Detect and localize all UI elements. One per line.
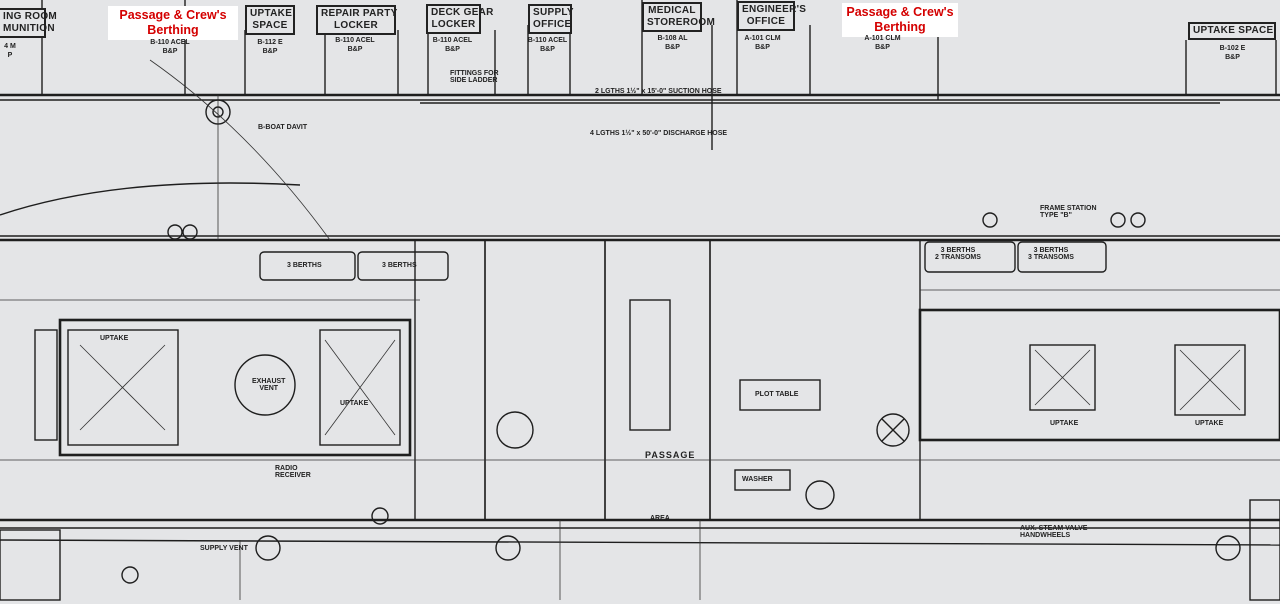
frame-lines [0, 289, 1280, 600]
uptake-label: UPTAKE [1050, 420, 1079, 427]
area-label: AREA [650, 515, 670, 522]
passage-label: PASSAGE [645, 450, 696, 460]
berths-label: 3 BERTHS [382, 262, 417, 269]
radio-receiver-label: RADIO RECEIVER [275, 465, 311, 479]
plot-table-label: PLOT TABLE [755, 391, 799, 398]
uptake-label: UPTAKE [1195, 420, 1224, 427]
compartment-code: B-110 ACEL B&P [335, 37, 375, 53]
berths-label: 3 BERTHS 3 TRANSOMS [1028, 247, 1074, 261]
compartment-code: A-101 CLM B&P [864, 35, 901, 51]
boat-davit-label: B-BOAT DAVIT [258, 124, 308, 131]
supply-vent-label: SUPPLY VENT [200, 545, 248, 552]
compartment-code: B-110 ACEL B&P [150, 39, 190, 55]
room-label-engineers-office: ENGINEER'S OFFICE [737, 1, 806, 31]
boat-davit-icon [149, 59, 331, 241]
exhaust-vent-label: EXHAUST VENT [252, 378, 286, 392]
compartment-code: A-101 CLM B&P [744, 35, 781, 51]
berth-boxes [259, 241, 1107, 281]
engine-room-left [34, 318, 412, 457]
berths-label: 3 BERTHS [287, 262, 322, 269]
compartment-code: 4 M P [4, 43, 16, 59]
room-label-supply-office: SUPPLY OFFICE [528, 4, 574, 34]
uptake-label: UPTAKE [340, 400, 369, 407]
discharge-hose-label: 4 LGTHS 1½" x 50'-0" DISCHARGE HOSE [590, 130, 728, 137]
bottom-fittings [0, 212, 1280, 601]
room-label-uptake-space-aft: UPTAKE SPACE [1188, 22, 1276, 40]
deck-detail-lines [0, 99, 1280, 546]
steam-valve-label: AUX. STEAM VALVE HANDWHEELS [1020, 525, 1088, 539]
central-compartments [414, 239, 921, 521]
room-label-uptake-space: UPTAKE SPACE [245, 5, 295, 35]
fittings-label: FITTINGS FOR SIDE LADDER [450, 70, 499, 84]
suction-hose-label: 2 LGTHS 1½" x 15'-0" SUCTION HOSE [595, 88, 722, 95]
room-label-deck-gear-locker: DECK GEAR LOCKER [426, 4, 493, 34]
passage-crew-berthing-callout: Passage & Crew's Berthing [842, 3, 958, 37]
uptake-label: UPTAKE [100, 335, 129, 342]
engine-room-right [918, 308, 1280, 442]
compartment-code: B-108 AL B&P [657, 35, 688, 51]
passage-crew-berthing-callout: Passage & Crew's Berthing [108, 6, 238, 40]
berths-label: 3 BERTHS 2 TRANSOMS [935, 247, 981, 261]
washer-label: WASHER [742, 476, 773, 483]
compartment-code: B-110 ACEL B&P [432, 37, 473, 53]
compartment-code: B-112 E B&P [257, 39, 283, 55]
room-label-medical-storeroom: MEDICAL STOREROOM [642, 2, 715, 32]
compartment-code: B-102 E B&P [1219, 45, 1246, 61]
frame-station-label: FRAME STATION TYPE "B" [1040, 205, 1097, 219]
compartment-code: B-110 ACEL B&P [527, 37, 568, 53]
room-label-munition: ING ROOM MUNITION [0, 8, 57, 38]
room-label-repair-party-locker: REPAIR PARTY LOCKER [316, 5, 397, 35]
